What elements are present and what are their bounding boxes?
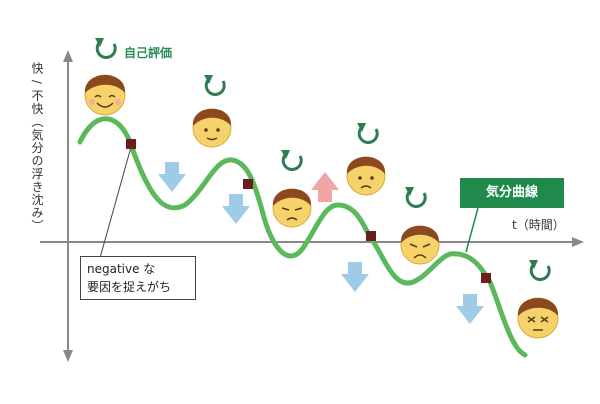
cycle-arrow-icon	[204, 75, 226, 97]
cycle-arrow-icon	[529, 260, 551, 282]
distressed-face-icon	[517, 297, 559, 339]
x-axis-label: t（時間）	[512, 218, 565, 232]
happy-face-icon	[84, 74, 126, 116]
mood-curve	[77, 116, 528, 358]
cycle-arrow-icon	[281, 150, 303, 172]
sad-face-icon	[272, 188, 312, 228]
negative-factors-note: negative な 要因を捉えがち	[80, 256, 196, 300]
curve-marker	[126, 139, 136, 149]
self-evaluation-label: 自己評価	[124, 46, 173, 60]
down-arrow-icon	[456, 294, 484, 324]
curve-marker	[243, 179, 253, 189]
mood-curve-label: 気分曲線	[460, 178, 564, 208]
note-line-1: negative な	[87, 262, 156, 276]
sad-face-icon	[400, 225, 440, 265]
down-arrow-icon	[222, 194, 250, 224]
cycle-arrow-icon	[357, 123, 379, 145]
calm-face-icon	[192, 108, 232, 148]
y-axis-arrow-bottom	[63, 350, 73, 362]
curve-label-pointer	[465, 207, 479, 253]
x-axis-arrow	[572, 237, 584, 247]
cycle-arrow-icon	[405, 187, 427, 209]
y-axis-label: 快 / 不快（気分の浮き沈み）	[30, 62, 44, 233]
note-line-2: 要因を捉えがち	[87, 280, 172, 294]
up-arrow-icon	[311, 172, 339, 202]
curve-marker	[481, 273, 491, 283]
curve-marker	[366, 231, 376, 241]
down-arrow-icon	[341, 262, 369, 292]
worried-face-icon	[346, 156, 386, 196]
note-pointer-line	[99, 146, 132, 259]
down-arrow-icon	[158, 162, 186, 192]
cycle-arrow-icon	[95, 38, 117, 60]
y-axis-arrow-top	[63, 50, 73, 62]
